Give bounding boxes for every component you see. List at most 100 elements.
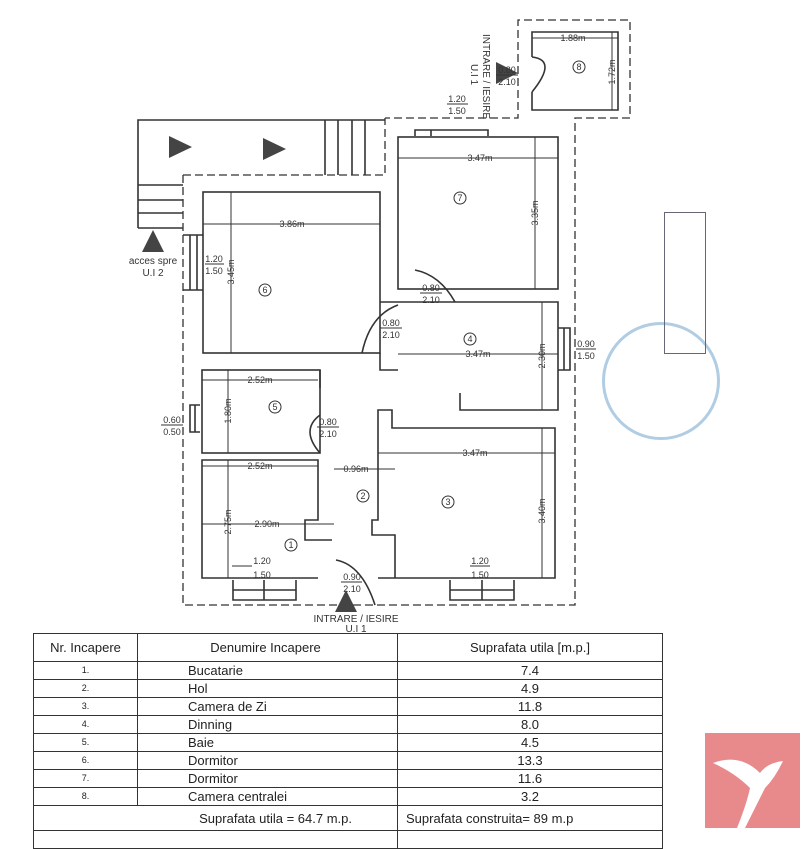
cell-nr: 8. [33,787,138,806]
cell-nr: 2. [33,679,138,698]
cell-area: 13.3 [397,751,663,770]
cell-name: Hol [137,679,398,698]
room-number-markers [258,60,586,552]
notary-stamp [664,212,706,354]
room-7-walls [397,136,559,290]
dimension-label: 3.35m [530,200,540,225]
dimension-label: 2.30m [537,343,547,368]
arrow-icon [169,136,192,158]
dimension-label: 1.72m [607,59,617,84]
opening-dim: 0.50 [163,427,181,437]
floor-plan: 1 2 3 4 5 6 7 8 1.88m 1.72m 3.47m 3.35m … [129,19,631,632]
dimension-label: 2.90m [254,519,279,529]
opening-dim: 1.20 [253,556,271,566]
access-label: acces spre [129,256,178,267]
opening-dim: 0.80 [319,417,337,427]
opening-dim: 2.10 [498,77,516,87]
opening-dim: 1.50 [471,570,489,580]
cell-name: Camera de Zi [137,697,398,716]
building-outline [182,19,631,606]
room-number: 4 [467,334,472,344]
cell-area: 8.0 [397,715,663,734]
room-number: 1 [288,540,293,550]
bird-logo-icon [713,759,783,828]
arrow-icon [263,138,286,160]
opening-dim: 0.90 [577,339,595,349]
dimension-label: 0.96m [343,464,368,474]
cell-nr: 5. [33,733,138,752]
cell-nr: 7. [33,769,138,788]
arrow-icon [142,230,164,252]
dimension-label: 2.52m [247,375,272,385]
dimension-label: 3.47m [467,153,492,163]
room-5-walls [201,369,321,454]
opening-dim: 0.60 [163,415,181,425]
opening-dim: 0.80 [498,65,516,75]
room-3-walls [371,409,556,579]
header-nr: Nr. Incapere [33,633,138,662]
room-number: 2 [360,491,365,501]
opening-dim: 0.80 [422,283,440,293]
opening-dim: 2.10 [319,429,337,439]
opening-dim: 1.20 [471,556,489,566]
dimension-label: 3.86m [279,219,304,229]
opening-dim: 1.20 [448,94,466,104]
cell-area: 3.2 [397,787,663,806]
cell-name: Dinning [137,715,398,734]
cell-nr: 3. [33,697,138,716]
room-number: 7 [457,193,462,203]
opening-dim: 2.10 [343,584,361,594]
opening-dim: 2.10 [382,330,400,340]
entrance-unit: U.I 1 [345,624,367,632]
room-number: 8 [576,62,581,72]
opening-dim: 2.10 [422,295,440,305]
dimension-label: 3.47m [462,448,487,458]
cell-name: Camera centralei [137,787,398,806]
opening-dim: 1.50 [577,351,595,361]
cell-name: Bucatarie [137,661,398,680]
dimension-label: 3.45m [226,259,236,284]
opening-dim: 1.20 [205,254,223,264]
cell-area: 7.4 [397,661,663,680]
room-8-walls [531,31,619,111]
rooms-table: Nr. Incapere Denumire Incapere Suprafata… [33,633,663,849]
terrace [137,119,385,229]
opening-dim: 0.80 [382,318,400,328]
cell-nr: 4. [33,715,138,734]
access-unit: U.I 2 [142,268,164,279]
cell-area: 4.5 [397,733,663,752]
notary-seal [602,322,720,440]
header-name: Denumire Incapere [137,633,398,662]
arrow-icon [335,590,357,612]
table-header: Nr. Incapere Denumire Incapere Suprafata… [33,633,663,662]
cell-area: 11.6 [397,769,663,788]
dimension-label: 2.75m [223,509,233,534]
room-number: 6 [262,285,267,295]
opening-dim: 1.50 [253,570,271,580]
entrance-label: INTRARE / IESIRE [313,614,398,625]
cell-name: Dormitor [137,751,398,770]
cell-name: Baie [137,733,398,752]
cell-area: 11.8 [397,697,663,716]
opening-dim: 1.50 [448,106,466,116]
cell-name: Dormitor [137,769,398,788]
arrow-icon [496,62,518,84]
room-number: 5 [272,402,277,412]
cell-nr: 1. [33,661,138,680]
dimension-label: 1.88m [560,33,585,43]
room-4-walls [379,301,559,411]
empty-cell [33,830,398,849]
dimension-label: 1.80m [223,398,233,423]
room-1-walls [201,459,332,579]
empty-cell [397,830,663,849]
summary-built: Suprafata construita= 89 m.p [397,805,663,831]
dimension-label: 3.40m [537,498,547,523]
summary-useful: Suprafata utila = 64.7 m.p. [33,805,398,831]
